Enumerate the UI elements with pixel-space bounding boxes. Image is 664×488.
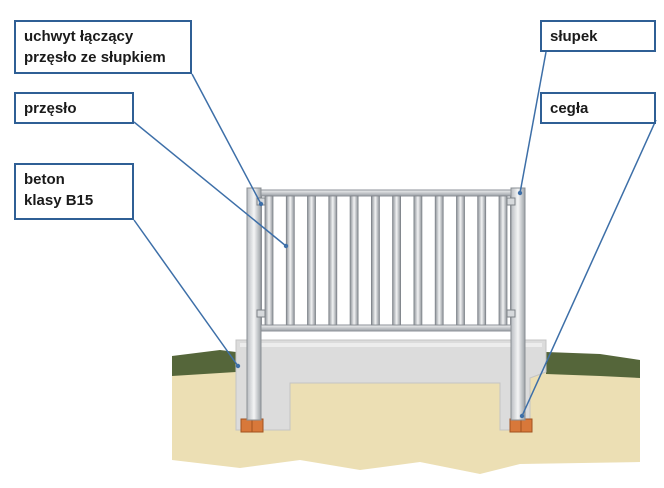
fence-bar [264,195,274,326]
fence-bar [307,195,316,326]
leader-beton [133,219,239,367]
grass-strip [172,350,236,376]
label-cegla: cegła [540,92,656,124]
label-przeslo: przęsło [14,92,134,124]
label-uchwyt-line2: przęsło ze słupkiem [24,49,166,66]
label-cegla-line1: cegła [550,100,589,117]
label-slupek: słupek [540,20,656,52]
grass-strip-right [546,352,640,378]
clamp-left-bottom [256,309,266,318]
fence-bar [413,195,423,326]
clamp-right-bottom [506,309,516,318]
fence-bar [392,195,402,326]
fence-panel-frame [260,190,512,331]
post-right [510,187,526,421]
label-przeslo-line1: przęsło [24,100,77,117]
fence-bar [328,195,338,326]
fence-bar [285,195,295,326]
label-beton-line1: beton [24,171,65,188]
label-beton: beton klasy B15 [14,163,134,220]
fence-bar [370,195,380,326]
fence-bar [456,195,465,326]
fence-bar [349,195,359,326]
clamp-right-top [506,197,516,206]
fence-bars [264,195,508,326]
fence-bar [498,195,508,326]
fence-bar [434,195,444,326]
label-beton-line2: klasy B15 [24,192,94,209]
label-uchwyt-line1: uchwyt łączący [24,28,134,45]
label-uchwyt: uchwyt łączący przęsło ze słupkiem [14,20,192,74]
leader-przeslo [133,121,287,247]
leader-slupek [519,51,547,194]
leader-uchwyt [191,73,262,205]
leader-cegla [521,119,657,417]
post-left [246,187,262,421]
label-slupek-line1: słupek [550,28,598,45]
fence-bar [477,195,487,326]
